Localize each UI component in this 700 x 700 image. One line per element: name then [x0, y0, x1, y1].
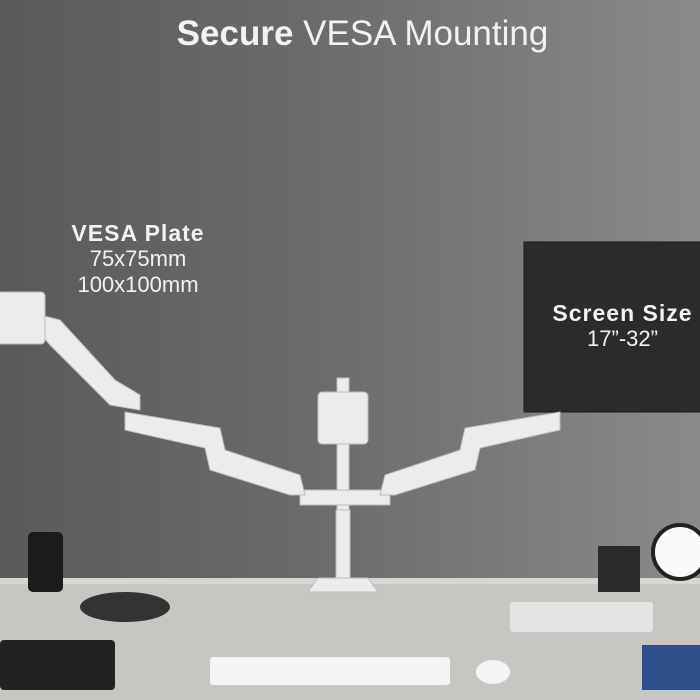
- laptop: [510, 602, 653, 632]
- vesa-heading: VESA Plate: [71, 220, 205, 246]
- vesa-plate-callout: VESA Plate 75x75mm 100x100mm: [58, 220, 218, 298]
- screen-range: 17”-32”: [587, 326, 658, 351]
- headline: Secure VESA Mounting: [0, 14, 700, 54]
- vesa-plate-center: [317, 391, 369, 445]
- monitor-arm: [0, 291, 561, 593]
- plant-pot: [598, 546, 640, 592]
- screen-size-callout: Screen Size 17”-32”: [540, 300, 700, 352]
- vesa-size: 100x100mm: [77, 272, 199, 297]
- mouse: [476, 660, 510, 684]
- headline-rest: VESA Mounting: [293, 14, 549, 53]
- vesa-plate-left: [0, 291, 46, 345]
- monitor: [523, 241, 700, 413]
- keyboard: [210, 657, 450, 685]
- headline-bold: Secure: [176, 14, 294, 53]
- vesa-size: 75x75mm: [89, 246, 187, 271]
- clock: [651, 523, 700, 581]
- screen-heading: Screen Size: [552, 300, 693, 326]
- notebook: [642, 645, 700, 690]
- headphones: [80, 592, 170, 622]
- tablet: [0, 640, 115, 690]
- phone: [28, 532, 63, 592]
